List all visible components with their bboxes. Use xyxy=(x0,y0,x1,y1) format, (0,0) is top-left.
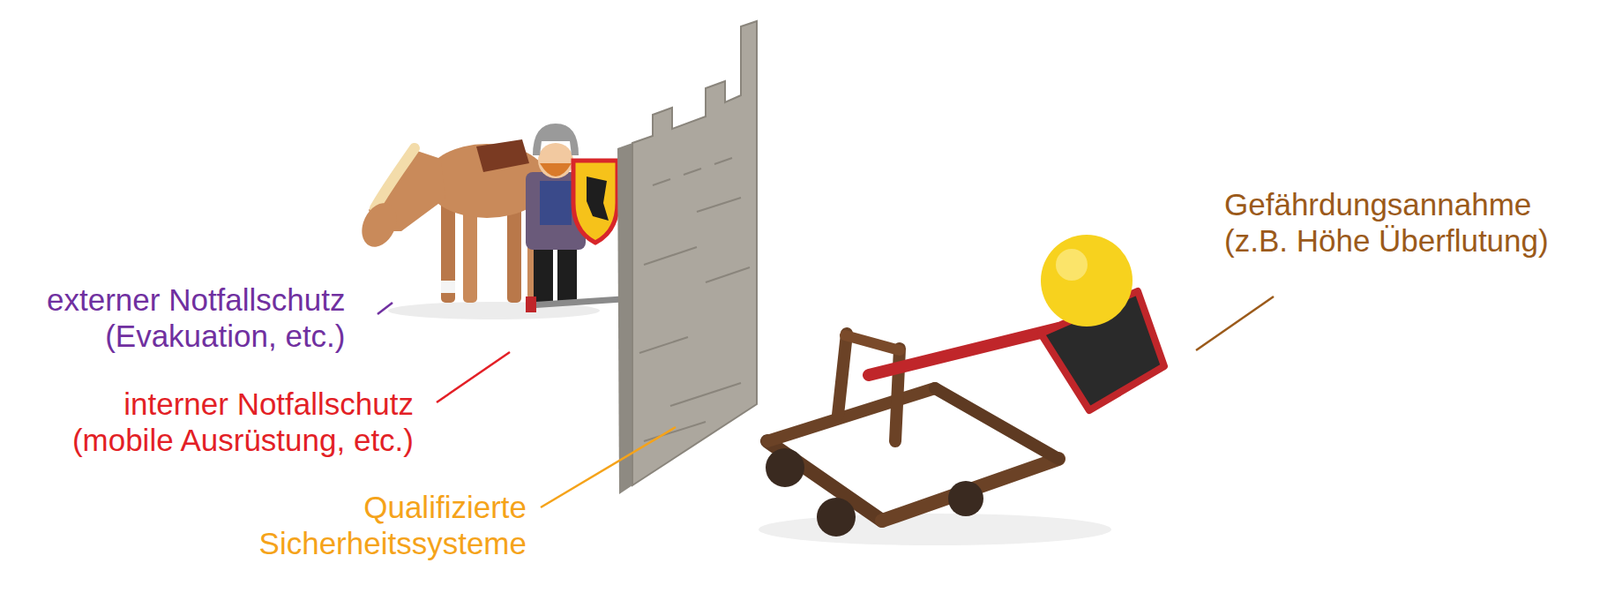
catapult-upright xyxy=(837,333,847,415)
catapult-crossbar xyxy=(844,335,900,351)
catapult-wheel xyxy=(816,497,856,537)
annotation-external: externer Notfallschutz (Evakuation, etc.… xyxy=(21,281,346,354)
horse-head xyxy=(355,197,404,253)
leader-line xyxy=(540,426,676,508)
leader-line xyxy=(377,302,393,315)
horse-bandage xyxy=(441,280,456,293)
knight-leg xyxy=(533,245,554,304)
annotation-hazard: Gefährdungsannahme (z.B. Höhe Überflutun… xyxy=(1224,186,1577,259)
horse-saddle xyxy=(476,139,530,172)
shield-lion xyxy=(586,176,609,221)
leader-line xyxy=(1196,296,1274,351)
leader-line xyxy=(436,351,510,403)
wall-stones xyxy=(639,157,750,442)
horse-mane xyxy=(374,148,415,209)
catapult-wheel xyxy=(765,448,805,487)
annotation-safety: Qualifizierte Sicherheitssysteme xyxy=(248,488,527,561)
sword-hilt xyxy=(525,296,537,313)
ground-shadow xyxy=(758,513,1112,546)
catapult-arm xyxy=(868,328,1059,375)
catapult-beam xyxy=(882,458,1059,521)
catapult-beam xyxy=(934,388,1059,459)
knight-beard xyxy=(539,163,572,177)
catapult-beam xyxy=(767,388,935,442)
knight-shield xyxy=(573,160,618,243)
annotation-internal: interner Notfallschutz (mobile Ausrüstun… xyxy=(43,385,414,458)
catapult-ball xyxy=(1040,234,1133,327)
knight-leg xyxy=(557,245,577,304)
horse-leg xyxy=(441,198,456,303)
catapult-wheel xyxy=(948,480,984,516)
knight-face xyxy=(538,142,574,179)
ball-highlight xyxy=(1055,248,1088,281)
castle-wall xyxy=(632,21,757,486)
wall-side xyxy=(617,142,633,494)
knight-tabard xyxy=(539,180,572,225)
knight-helmet xyxy=(532,123,579,156)
